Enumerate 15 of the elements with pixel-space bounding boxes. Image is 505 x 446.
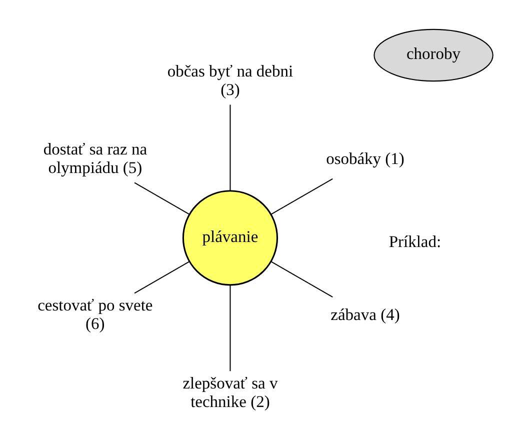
node-text: občas byť na debni (3) (166, 62, 293, 100)
connector (134, 261, 190, 294)
connector (134, 182, 190, 215)
node-text: cestovať po svete (6) (37, 296, 152, 334)
node-text: dostať sa raz na olympiádu (5) (42, 140, 147, 178)
node-text: zlepšovať sa v technike (2) (182, 373, 278, 412)
connector (270, 261, 332, 298)
connector (270, 178, 332, 215)
connector (229, 285, 230, 372)
node-text: zábava (4) (330, 304, 400, 324)
label: Príklad: (388, 232, 441, 251)
node-text: osobáky (1) (326, 148, 404, 168)
node-circle: plávanie (182, 190, 278, 286)
node-ellipse: choroby (373, 28, 493, 82)
connector (229, 104, 230, 191)
